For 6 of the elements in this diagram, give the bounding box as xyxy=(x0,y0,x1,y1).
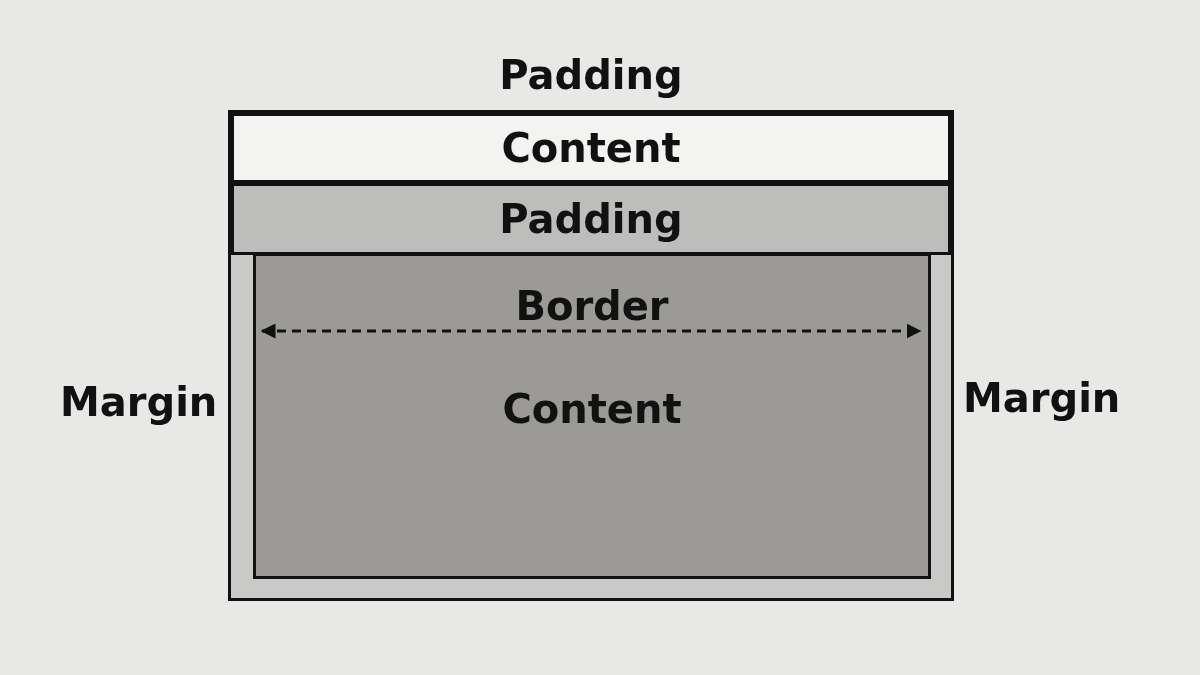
box-label: Content xyxy=(502,389,682,429)
content-box xyxy=(253,253,931,579)
band-label: Content xyxy=(501,128,681,168)
band xyxy=(231,113,951,183)
box-heading: Border xyxy=(515,286,669,326)
band xyxy=(231,183,951,255)
